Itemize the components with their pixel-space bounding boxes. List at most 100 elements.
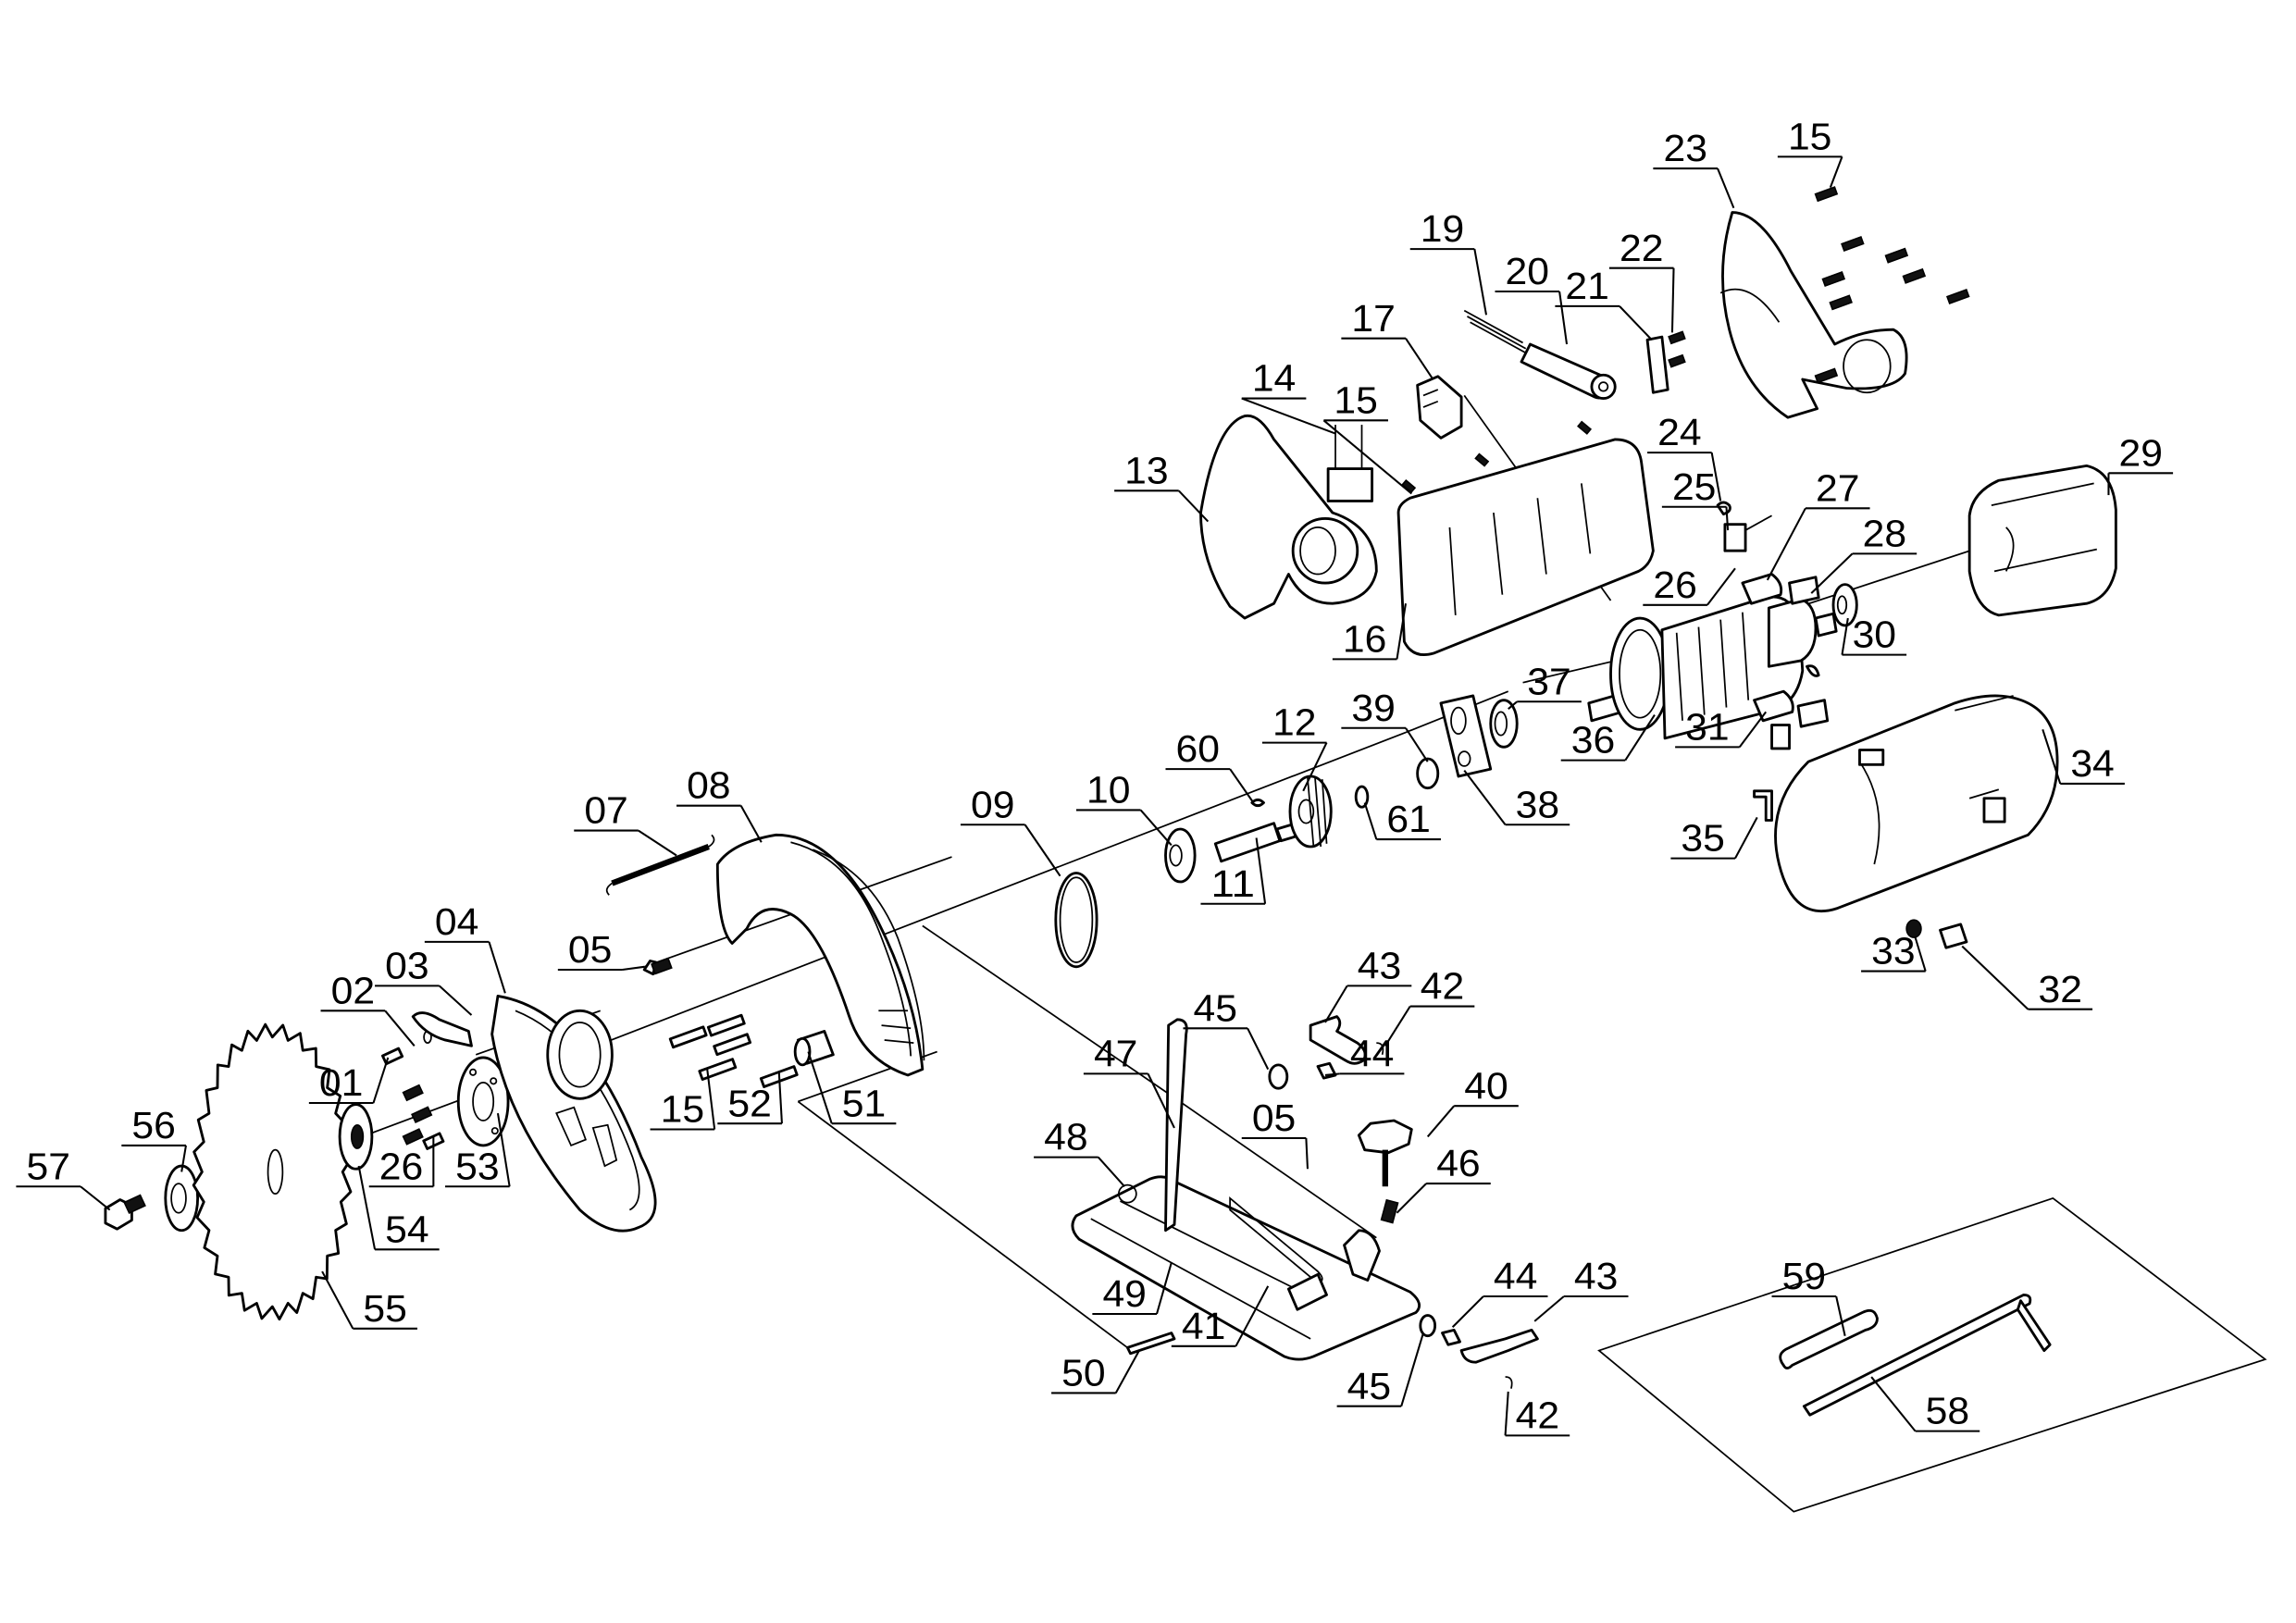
callout-leader-line [1241,397,1336,435]
callout-leader-line [1177,489,1210,523]
callout-number: 48 [1044,1116,1087,1158]
callout-60: 60 [1165,727,1255,804]
callout-20: 20 [1495,250,1569,345]
callout-number: 44 [1494,1255,1537,1297]
callout-57: 57 [16,1145,111,1211]
callout-07: 07 [574,789,677,857]
callout-number: 20 [1506,250,1549,292]
callout-leader-line [1255,837,1267,904]
callout-61: 61 [1363,798,1441,840]
callout-number: 52 [727,1082,771,1124]
callout-leader-line [1841,617,1849,655]
part-14-capacitor [1326,425,1374,502]
callout-number: 43 [1574,1255,1618,1297]
part-49-base-plate [1071,1018,1421,1361]
part-54-inner-flange [338,1103,374,1171]
callout-leader-line [496,1112,511,1187]
callout-01: 01 [308,1057,390,1104]
callout-leader-line [1463,770,1507,825]
callout-26: 26 [1643,564,1736,606]
callout-14: 14 [1241,357,1336,435]
callout-33: 33 [1861,930,1927,973]
callout-58: 58 [1870,1376,1980,1432]
callout-leader-line [321,1270,354,1330]
callout-number: 01 [319,1061,363,1104]
part-53-flange-plate [456,1056,510,1147]
part-10-bearing [1164,827,1197,884]
callout-21: 21 [1555,265,1653,341]
callout-number: 50 [1061,1352,1105,1394]
callout-leader-line [706,1069,716,1130]
callout-28: 28 [1810,512,1917,594]
callout-25: 25 [1661,465,1730,531]
callout-23: 23 [1653,127,1735,209]
callout-53: 53 [445,1112,511,1187]
callout-number: 44 [1350,1032,1394,1074]
callout-number: 40 [1464,1064,1508,1107]
callout-number: 36 [1571,719,1615,762]
callout-54: 54 [357,1165,440,1250]
callout-number: 05 [568,928,612,971]
part-11-12-60-61-spindle-set [1213,774,1370,863]
callout-leader-line [1706,567,1736,606]
callout-number: 30 [1853,613,1896,656]
callout-35: 35 [1670,817,1758,860]
callout-number: 37 [1527,660,1570,702]
callout-number: 46 [1436,1142,1480,1184]
callout-44: 44 [1324,1032,1405,1076]
callout-leader-line [1725,506,1730,531]
callout-leader-line [1097,1156,1125,1187]
part-24-28-31-brush-assembly [1716,501,1830,750]
part-15-screws-group [1814,186,1970,384]
callout-number: 26 [1653,564,1696,606]
callout-15: 15 [650,1069,716,1131]
callout-09: 09 [960,783,1061,877]
callout-number: 15 [661,1088,704,1131]
callout-48: 48 [1034,1116,1125,1187]
callout-49: 49 [1092,1262,1173,1315]
callout-leader-line [1024,824,1061,877]
callout-leader-line [1400,1332,1424,1407]
part-04-lower-blade-guard [490,995,657,1233]
callout-42: 42 [1384,965,1475,1047]
callout-leader-line [739,805,763,843]
callout-leader-line [357,1165,377,1250]
callout-37: 37 [1508,660,1582,710]
callout-56: 56 [121,1104,187,1172]
callout-number: 03 [385,944,428,986]
callout-number: 09 [971,783,1014,825]
callout-number: 02 [331,969,375,1011]
callout-59: 59 [1771,1255,1846,1336]
callout-leader-line [2042,729,2062,785]
callout-number: 25 [1672,465,1716,508]
callout-number: 49 [1102,1272,1146,1315]
callout-55: 55 [321,1270,417,1330]
part-03-clip [411,1011,473,1047]
callout-12: 12 [1261,701,1328,792]
part-55-saw-blade [192,1022,353,1321]
part-drawings [104,186,2267,1513]
callout-leader-line [1619,305,1653,341]
callout-leader-line [1363,802,1378,840]
part-37-38-39-bearing-plate [1416,694,1519,790]
callout-51: 51 [807,1051,897,1124]
callout-44: 44 [1451,1255,1548,1328]
callout-leader-line [1914,936,1927,972]
callout-leader-line [1717,167,1735,209]
callout-02: 02 [320,969,416,1047]
callout-number: 04 [435,900,478,943]
callout-leader-line [1766,507,1806,581]
callout-leader-line [1426,1105,1455,1138]
part-small-screws [381,1030,445,1150]
callout-number: 61 [1386,798,1430,840]
callout-number: 41 [1182,1305,1225,1347]
callout-number: 10 [1086,768,1130,811]
callout-number: 39 [1351,687,1395,729]
callout-leader-line [1810,552,1854,594]
callout-43: 43 [1533,1255,1629,1322]
callout-leader-line [1870,1376,1917,1432]
callout-number: 34 [2070,742,2114,785]
callout-15: 15 [1322,378,1412,495]
part-40-46-knob [1357,1119,1413,1224]
part-13-handle-half [1199,414,1378,620]
